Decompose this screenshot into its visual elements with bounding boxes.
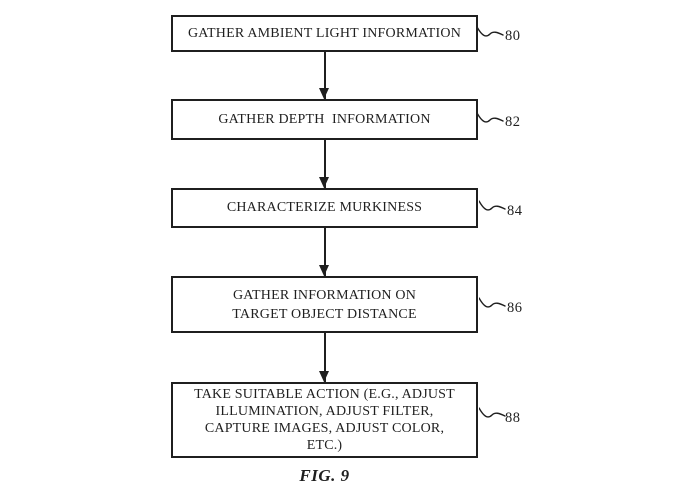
box-text-line: GATHER AMBIENT LIGHT INFORMATION	[187, 25, 462, 41]
leader-squiggle	[479, 297, 506, 308]
ref-number-88: 88	[505, 410, 521, 426]
figure-caption: FIG. 9	[299, 466, 350, 485]
down-arrow	[319, 52, 329, 99]
leader-squiggle	[479, 407, 506, 418]
ref-number-86: 86	[507, 300, 523, 316]
box-text-line: CHARACTERIZE MURKINESS	[226, 200, 423, 216]
down-arrow	[319, 140, 329, 188]
flow-box-gather-depth: GATHER DEPTH INFORMATION	[171, 99, 478, 140]
box-text-line: GATHER INFORMATION ON	[232, 287, 417, 303]
box-text-line: CAPTURE IMAGES, ADJUST COLOR,	[204, 421, 445, 436]
ref-number-82: 82	[505, 114, 521, 130]
flow-box-take-suitable-action: TAKE SUITABLE ACTION (E.G., ADJUST ILLUM…	[171, 382, 478, 458]
flow-box-target-object-distance: GATHER INFORMATION ON TARGET OBJECT DIST…	[171, 276, 478, 333]
leader-squiggle	[477, 26, 504, 37]
ref-number-80: 80	[505, 28, 521, 44]
ref-number-84: 84	[507, 203, 523, 219]
down-arrow	[319, 228, 329, 276]
leader-squiggle	[479, 200, 506, 211]
box-text-line: ETC.)	[306, 438, 343, 453]
flow-box-characterize-murkiness: CHARACTERIZE MURKINESS	[171, 188, 478, 228]
box-text-line: TAKE SUITABLE ACTION (E.G., ADJUST	[194, 387, 455, 402]
box-text-line: TARGET OBJECT DISTANCE	[232, 306, 417, 322]
leader-squiggle	[477, 112, 504, 123]
box-text-line: GATHER DEPTH INFORMATION	[218, 111, 431, 127]
down-arrow	[319, 333, 329, 382]
box-text-line: ILLUMINATION, ADJUST FILTER,	[215, 404, 434, 419]
flow-box-gather-ambient-light: GATHER AMBIENT LIGHT INFORMATION	[171, 15, 478, 52]
